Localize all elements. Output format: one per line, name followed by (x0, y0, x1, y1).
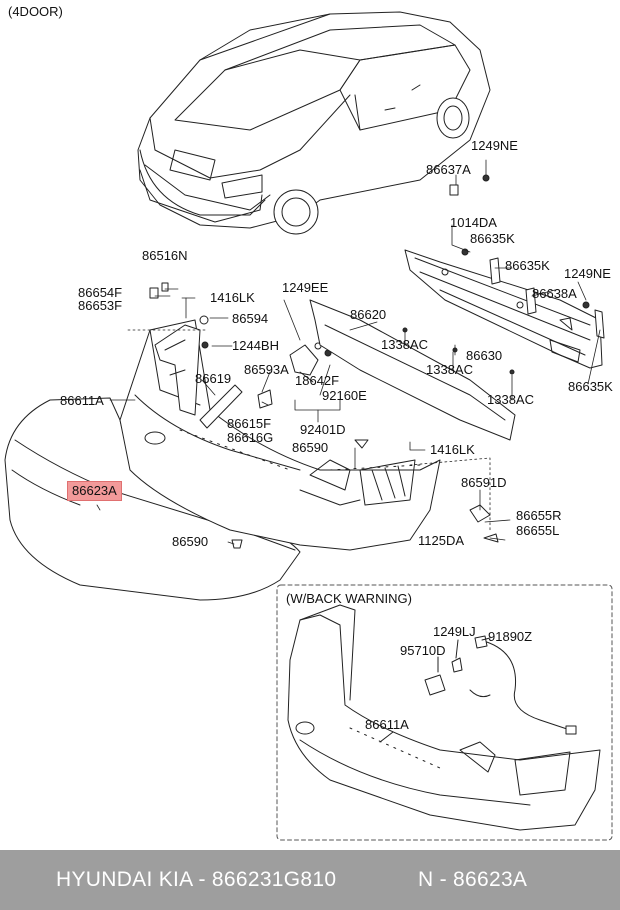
part-label-86620[interactable]: 86620 (350, 307, 387, 322)
part-label-92401d[interactable]: 92401D (300, 422, 346, 437)
part-label-86653f[interactable]: 86653F (78, 298, 123, 313)
footer-part-number: HYUNDAI KIA - 866231G810 (56, 868, 337, 891)
part-label-86619[interactable]: 86619 (195, 371, 232, 386)
part-label-92160e[interactable]: 92160E (322, 388, 367, 403)
part-label-1416lk-a[interactable]: 1416LK (210, 290, 255, 305)
part-label-86611a[interactable]: 86611A (60, 393, 104, 408)
part-label-86635k-c[interactable]: 86635K (568, 379, 613, 394)
part-label-1249ee[interactable]: 1249EE (282, 280, 329, 295)
part-label-1249ne-a[interactable]: 1249NE (471, 138, 518, 153)
part-label-86516n[interactable]: 86516N (142, 248, 188, 263)
part-label-86638a[interactable]: 86638A (532, 286, 577, 301)
part-label-86635k-a[interactable]: 86635K (470, 231, 515, 246)
part-label-86654f[interactable]: 86654F (78, 285, 123, 300)
part-label-86593a[interactable]: 86593A (244, 362, 289, 377)
part-label-1014da[interactable]: 1014DA (450, 215, 497, 230)
part-label-18642f[interactable]: 18642F (295, 373, 340, 388)
part-label-86635k-b[interactable]: 86635K (505, 258, 550, 273)
variant-title: (4DOOR) (8, 4, 63, 19)
inset-title: (W/BACK WARNING) (286, 591, 412, 606)
part-label-86623a-highlighted[interactable]: 86623A (67, 481, 122, 501)
beam-brackets (402, 174, 605, 375)
part-label-86655r[interactable]: 86655R (516, 508, 562, 523)
part-label-1249lj[interactable]: 1249LJ (433, 624, 476, 639)
back-beam-86630 (404, 249, 603, 369)
part-label-1338ac-a[interactable]: 1338AC (381, 337, 428, 352)
part-label-86630[interactable]: 86630 (466, 348, 503, 363)
leader-lines (96, 159, 601, 545)
part-label-86637a[interactable]: 86637A (426, 162, 471, 177)
part-label-86655l[interactable]: 86655L (516, 523, 560, 538)
diagram-drawing (4, 11, 613, 841)
parts-diagram: (4DOOR) 1249NE 86637A 1014DA 86635K 8663… (4, 4, 613, 841)
part-label-1125da[interactable]: 1125DA (418, 533, 465, 548)
part-label-1416lk-b[interactable]: 1416LK (430, 442, 475, 457)
absorber-86620 (309, 299, 516, 441)
part-label-86594[interactable]: 86594 (232, 311, 269, 326)
part-label-86590-b[interactable]: 86590 (172, 534, 209, 549)
footer-reference: N - 86623A (418, 868, 528, 891)
side-bracket (154, 324, 201, 416)
part-label-1338ac-b[interactable]: 1338AC (426, 362, 473, 377)
part-label-86590-a[interactable]: 86590 (292, 440, 329, 455)
part-label-1338ac-c[interactable]: 1338AC (487, 392, 534, 407)
inset-back-warning (276, 584, 613, 841)
car-illustration (137, 11, 491, 235)
part-label-86611a-inset[interactable]: 86611A (365, 717, 409, 732)
part-label-1244bh[interactable]: 1244BH (232, 338, 279, 353)
part-label-91890z[interactable]: 91890Z (488, 629, 533, 644)
bar-86619 (199, 384, 243, 429)
part-label-86616g[interactable]: 86616G (227, 430, 274, 445)
part-label-86591d[interactable]: 86591D (461, 475, 507, 490)
part-label-86615f[interactable]: 86615F (227, 416, 272, 431)
part-label-95710d[interactable]: 95710D (400, 643, 446, 658)
part-label-1249ne-b[interactable]: 1249NE (564, 266, 611, 281)
footer-bar: HYUNDAI KIA - 866231G810 N - 86623A (0, 850, 620, 910)
